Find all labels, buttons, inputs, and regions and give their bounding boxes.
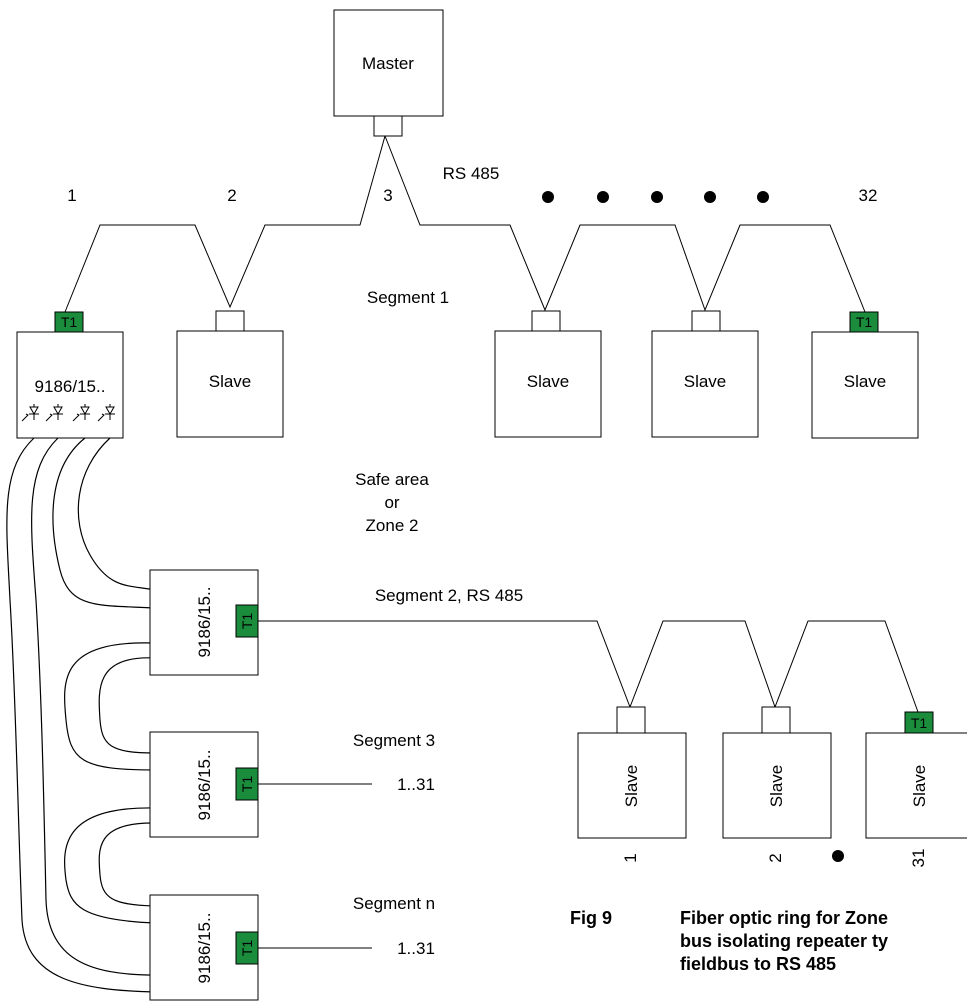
segment3-range: 1..31 [397,775,435,794]
slave-connector [616,706,646,734]
area-label-line1: Safe area [355,470,429,489]
area-label-line3: Zone 2 [366,516,419,535]
slave-connector [691,310,721,332]
terminator-label: T1 [911,715,928,731]
segment2-bus-wire [258,620,919,713]
terminator-label: T1 [239,613,255,630]
bus1-right-wire [384,135,866,313]
slave-label: Slave [622,765,641,808]
figure-number: Fig 9 [570,908,612,928]
node-number-1: 1 [67,186,76,205]
ellipsis-dot [597,191,609,203]
ellipsis-dot [832,850,844,862]
master-label: Master [362,54,414,73]
segmentn-range: 1..31 [397,939,435,958]
ellipsis-dot [704,191,716,203]
slave-box [865,732,967,839]
caption-line-2: bus isolating repeater ty [680,931,888,951]
caption-line-1: Fiber optic ring for Zone [680,908,888,928]
segment3-label: Segment 3 [353,731,435,750]
node-number-2: 2 [227,186,236,205]
slave-box [722,732,832,839]
ellipsis-dot [651,191,663,203]
slave-label: Slave [684,372,727,391]
master-connector [373,115,403,137]
bus1-protocol-label: RS 485 [443,164,500,183]
caption-line-3: fieldbus to RS 485 [680,954,836,974]
area-label-line2: or [384,493,399,512]
fiber-port-diodes-icon [21,404,115,422]
segment2-slave-number: 31 [909,849,928,868]
master-box [333,9,444,117]
segment2-slave-number: 2 [766,853,785,862]
slave-label: Slave [844,372,887,391]
segment2-label: Segment 2, RS 485 [375,586,523,605]
slave-connector [761,706,791,734]
repeater-segment3-label: 9186/15.. [195,750,214,821]
slave-connector [215,310,245,332]
slave-label: Slave [527,372,570,391]
slave-label: Slave [767,765,786,808]
slave-box [651,330,759,438]
repeater-segmentn-label: 9186/15.. [195,913,214,984]
terminator-label: T1 [856,314,873,330]
segment2-slave-number: 1 [621,853,640,862]
repeater-top-box [16,331,124,439]
node-number-3: 3 [383,186,392,205]
slave-box [577,732,687,839]
slave-label: Slave [910,765,929,808]
slave-box [494,330,602,438]
node-number-32: 32 [859,186,878,205]
bus1-left-wire [64,135,386,313]
ellipsis-dot [757,191,769,203]
slave-box [176,330,284,438]
repeater-top-label: 9186/15.. [35,377,106,396]
slave-box [811,331,919,439]
terminator-label: T1 [239,776,255,793]
segment1-label: Segment 1 [367,288,449,307]
ellipsis-dot [542,191,554,203]
slave-label: Slave [209,372,252,391]
repeater-segment2-label: 9186/15.. [195,587,214,658]
slave-connector [531,310,561,332]
terminator-label: T1 [239,940,255,957]
segmentn-label: Segment n [353,894,435,913]
terminator-label: T1 [61,314,78,330]
fiber-optic-cables [6,437,156,993]
